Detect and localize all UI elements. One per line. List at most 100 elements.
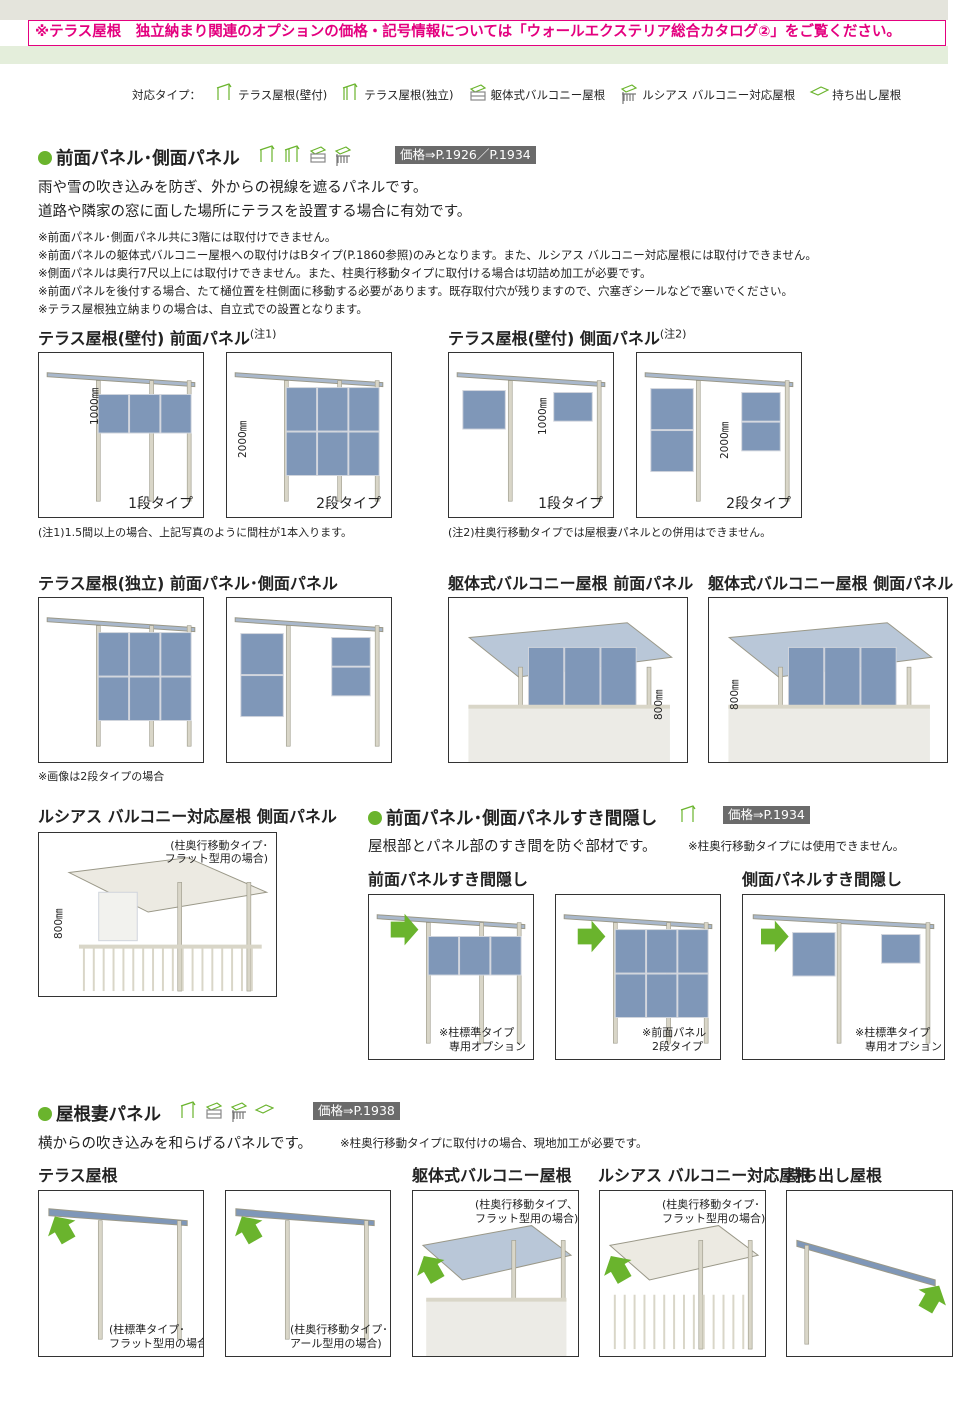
terrace-free-icon (341, 82, 361, 107)
lucias-balcony-icon (229, 1100, 249, 1127)
type-label: ルシアス バルコニー対応屋根 (642, 87, 796, 102)
arrow-icon (918, 1285, 946, 1314)
balcony-body-icon (468, 82, 488, 107)
photo-balcony-side: 800㎜ (708, 597, 948, 763)
subheading: 持ち出し屋根 (786, 1166, 883, 1185)
description: 屋根部とパネル部のすき間を防ぐ部材です。 (368, 839, 657, 855)
balcony-body-icon (308, 144, 328, 171)
price-badge: 価格⇒P.1938 (313, 1102, 400, 1120)
section-title: 前面パネル･側面パネルすき間隠し (386, 809, 658, 829)
description: 横からの吹き込みを和らげるパネルです。 (38, 1136, 313, 1152)
product-illustration (456, 372, 606, 502)
note: ※テラス屋根独立納まりの場合は、自立式での設置となります。 (38, 302, 368, 316)
note: ※側面パネルは奥行7尺以上には取付けできません。また、柱奥行移動タイプに取付ける… (38, 266, 652, 280)
product-illustration (235, 1208, 375, 1340)
arrow-icon (235, 1216, 263, 1245)
type-label: テラス屋根(壁付) (238, 87, 328, 102)
lucias-balcony-icon (333, 144, 353, 171)
arrow-icon (48, 1216, 76, 1245)
product-illustration (48, 1208, 188, 1340)
terrace-free-icon (283, 144, 303, 171)
photo-gable-terrace-flat: (柱標準タイプ･フラット型用の場合) (38, 1190, 204, 1357)
type-label: 持ち出し屋根 (832, 87, 902, 102)
photo-gable-cantilever (786, 1190, 953, 1357)
footnote: (注1)1.5間以上の場合、上記写真のように間柱が1本入ります。 (38, 526, 352, 539)
photo-gap-side: ※柱標準タイプ専用オプション (742, 894, 945, 1060)
note: ※前面パネル･側面パネル共に3階には取付けできません。 (38, 230, 337, 244)
type-label: テラス屋根(独立) (364, 87, 454, 102)
type-label: 躯体式バルコニー屋根 (490, 87, 606, 102)
note: ※前面パネルを後付する場合、たて樋位置を柱側面に移動する必要があります。既存取付… (38, 284, 793, 298)
green-band (0, 46, 948, 64)
subheading: テラス屋根 (38, 1166, 118, 1185)
product-illustration (467, 622, 673, 762)
types-label: 対応タイプ： (132, 87, 201, 102)
product-illustration (46, 617, 196, 747)
description: 道路や隣家の窓に面した場所にテラスを設置する場合に有効です。 (38, 204, 472, 220)
description: 雨や雪の吹き込みを防ぎ、外からの視線を遮るパネルです。 (38, 180, 428, 196)
photo-gable-terrace-round: (柱奥行移動タイプ･アール型用の場合) (225, 1190, 391, 1357)
terrace-wall-icon (258, 144, 278, 171)
photo-freestanding-front (38, 597, 204, 763)
subheading: 前面パネルすき間隠し (368, 870, 529, 889)
subheading: 躯体式バルコニー屋根 (412, 1166, 572, 1185)
subheading: 側面パネルすき間隠し (742, 870, 903, 889)
photo-lucias-side: (柱奥行移動タイプ･フラット型用の場合)800㎜ (38, 832, 277, 997)
product-illustration (67, 857, 269, 992)
bullet-icon (38, 150, 52, 165)
arrow-icon (604, 1255, 632, 1284)
catalog-notice-banner: ※テラス屋根 独立納まり関連のオプションの価格・記号情報については「ウォールエク… (28, 20, 946, 46)
product-illustration (727, 622, 933, 762)
bullet-icon (38, 1106, 52, 1121)
subheading: ルシアス バルコニー対応屋根 側面パネル (38, 807, 337, 826)
note: ※柱奥行移動タイプに取付けの場合、現地加工が必要です。 (340, 1136, 648, 1150)
product-illustration (376, 913, 526, 1044)
product-illustration (752, 914, 935, 1044)
product-illustration (234, 617, 384, 747)
photo-gable-lucias: (柱奥行移動タイプ･フラット型用の場合) (599, 1190, 766, 1357)
top-band (0, 0, 948, 20)
product-illustration (796, 1239, 946, 1345)
note: ※柱奥行移動タイプには使用できません。 (688, 839, 905, 853)
product-illustration (234, 372, 384, 502)
cantilever-icon (254, 1100, 275, 1127)
section-heading-panels: 前面パネル･側面パネル (38, 144, 353, 171)
photo-gap-front-1: ※柱標準タイプ専用オプション (368, 894, 534, 1060)
subheading: テラス屋根(独立) 前面パネル･側面パネル (38, 574, 338, 593)
note: ※前面パネルの躯体式バルコニー屋根への取付けはBタイプ(P.1860参照)のみと… (38, 248, 817, 262)
arrow-icon (577, 920, 606, 953)
product-illustration (563, 914, 713, 1044)
arrow-icon (761, 920, 789, 953)
terrace-wall-icon (179, 1100, 199, 1127)
footnote: (注2)柱奥行移動タイプでは屋根妻パネルとの併用はできません。 (448, 526, 772, 539)
cantilever-icon (809, 82, 830, 107)
photo-balcony-front: 800㎜ (448, 597, 688, 763)
lucias-balcony-icon (619, 82, 639, 107)
photo-gable-balcony: (柱奥行移動タイプ、フラット型用の場合) (412, 1190, 579, 1357)
subheading: ルシアス バルコニー対応屋根 (598, 1166, 812, 1185)
photo-freestanding-side (226, 597, 392, 763)
product-illustration (417, 1225, 573, 1356)
arrow-icon (417, 1255, 445, 1284)
terrace-wall-icon (215, 82, 235, 107)
terrace-wall-icon (679, 804, 699, 831)
balcony-body-icon (204, 1100, 224, 1127)
product-illustration (604, 1225, 760, 1350)
supported-types: 対応タイプ： テラス屋根(壁付) テラス屋根(独立) 躯体式バルコニー屋根 ルシ… (132, 82, 901, 107)
section-title: 屋根妻パネル (56, 1105, 161, 1125)
price-badge: 価格⇒P.1934 (723, 806, 810, 824)
subheading: テラス屋根(壁付) 側面パネル(注2) (448, 327, 687, 348)
product-illustration (46, 372, 196, 502)
section-heading-gable: 屋根妻パネル (38, 1100, 275, 1127)
footnote: ※画像は2段タイプの場合 (38, 770, 165, 783)
section-heading-gap-cover: 前面パネル･側面パネルすき間隠し (368, 804, 699, 831)
price-badge: 価格⇒P.1926／P.1934 (395, 146, 536, 164)
product-illustration (644, 372, 794, 502)
bullet-icon (368, 810, 382, 825)
subheading: 躯体式バルコニー屋根 側面パネル (708, 574, 954, 593)
